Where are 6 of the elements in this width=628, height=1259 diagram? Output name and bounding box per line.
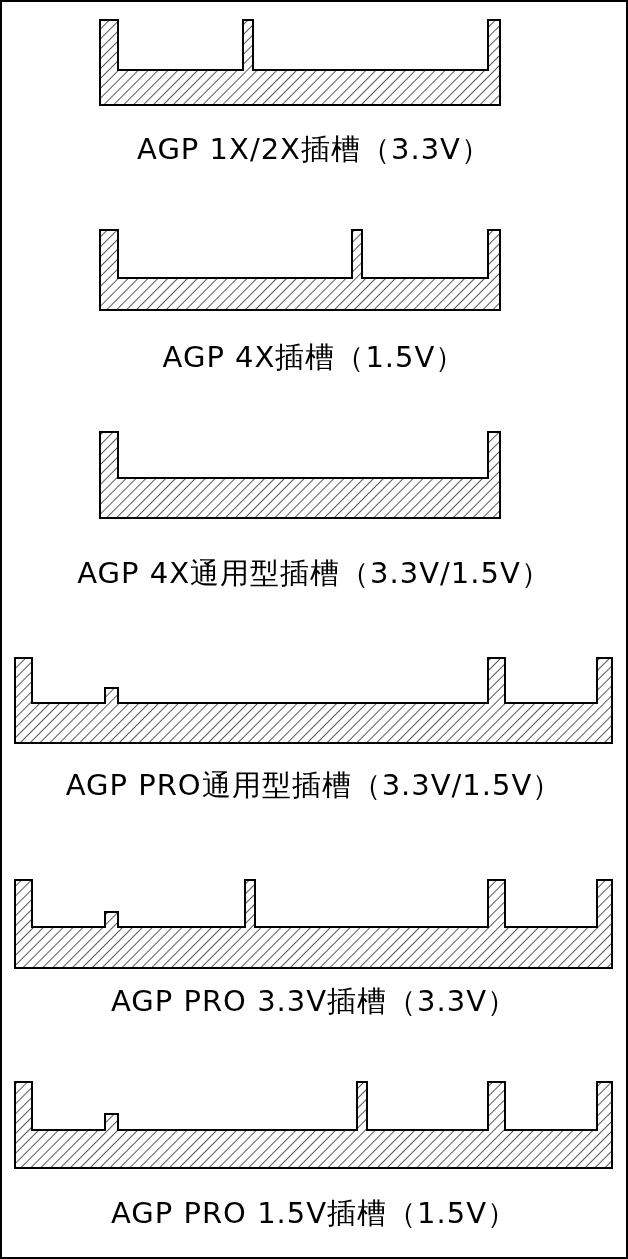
slot-caption: AGP PRO 1.5V插槽（1.5V） bbox=[110, 1195, 518, 1232]
slot-caption: AGP PRO 3.3V插槽（3.3V） bbox=[110, 983, 518, 1020]
slot-caption: AGP 1X/2X插槽（3.3V） bbox=[137, 131, 491, 168]
slot-caption: AGP 4X通用型插槽（3.3V/1.5V） bbox=[77, 555, 551, 592]
slot-caption: AGP 4X插槽（1.5V） bbox=[162, 339, 466, 376]
slot-caption: AGP PRO通用型插槽（3.3V/1.5V） bbox=[65, 767, 563, 804]
